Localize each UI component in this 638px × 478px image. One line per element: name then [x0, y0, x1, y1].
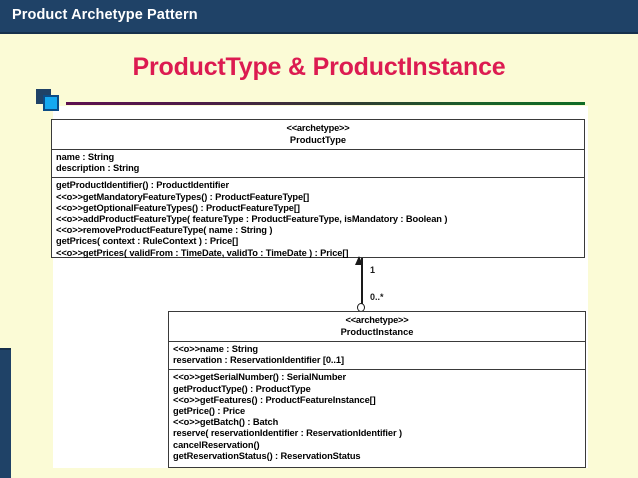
- operation-row: getProductType() : ProductType: [173, 383, 311, 394]
- operations-compartment-producttype: getProductIdentifier() : ProductIdentifi…: [52, 178, 584, 261]
- operation-row: <<o>>getSerialNumber() : SerialNumber: [173, 372, 347, 383]
- uml-class-producttype: <<archetype>> ProductType name : String …: [51, 119, 585, 258]
- class-header-producttype: <<archetype>> ProductType: [52, 120, 584, 150]
- association-line: [361, 258, 363, 311]
- operation-row: cancelReservation(): [173, 439, 260, 450]
- operation-row: getPrice() : Price: [173, 406, 246, 417]
- class-stereotype: <<archetype>>: [345, 315, 409, 325]
- class-name: ProductType: [289, 134, 347, 145]
- association-arrowhead-icon: [355, 256, 363, 265]
- multiplicity-source: 1: [370, 265, 376, 275]
- operations-compartment-productinstance: <<o>>getSerialNumber() : SerialNumber ge…: [169, 370, 585, 465]
- class-stereotype: <<archetype>>: [286, 123, 350, 133]
- title-bar-text: Product Archetype Pattern: [12, 7, 198, 23]
- attribute-row: description : String: [56, 163, 140, 174]
- attribute-row: <<o>>name : String: [173, 344, 258, 354]
- bullet-square-front-icon: [43, 95, 59, 111]
- operation-row: getPrices( context : RuleContext ) : Pri…: [56, 236, 239, 247]
- operation-row: reserve( reservationIdentifier : Reserva…: [173, 428, 402, 439]
- class-name: ProductInstance: [340, 326, 414, 337]
- attributes-compartment-productinstance: <<o>>name : String reservation : Reserva…: [169, 342, 585, 371]
- operation-row: <<o>>getFeatures() : ProductFeatureInsta…: [173, 394, 376, 405]
- attribute-row: reservation : ReservationIdentifier [0..…: [173, 355, 344, 366]
- title-bar: Product Archetype Pattern: [0, 0, 638, 34]
- attribute-row: name : String: [56, 152, 115, 162]
- operation-row: getReservationStatus() : ReservationStat…: [173, 450, 361, 461]
- operation-row: <<o>>getBatch() : Batch: [173, 417, 279, 428]
- operation-row: <<o>>getOptionalFeatureTypes() : Product…: [56, 202, 300, 213]
- operation-row: <<o>>removeProductFeatureType( name : St…: [56, 225, 273, 236]
- attributes-compartment-producttype: name : String description : String: [52, 150, 584, 179]
- uml-class-productinstance: <<archetype>> ProductInstance <<o>>name …: [168, 311, 586, 468]
- heading-divider-rule: [66, 102, 585, 105]
- left-accent-band: [0, 348, 11, 478]
- class-header-productinstance: <<archetype>> ProductInstance: [169, 312, 585, 342]
- operation-row: <<o>>addProductFeatureType( featureType …: [56, 214, 448, 225]
- operation-row: <<o>>getPrices( validFrom : TimeDate, va…: [56, 247, 349, 258]
- multiplicity-target: 0..*: [370, 292, 384, 302]
- page-title: ProductType & ProductInstance: [132, 53, 506, 81]
- operation-row: <<o>>getMandatoryFeatureTypes() : Produc…: [56, 191, 310, 202]
- operation-row: getProductIdentifier() : ProductIdentifi…: [56, 180, 229, 191]
